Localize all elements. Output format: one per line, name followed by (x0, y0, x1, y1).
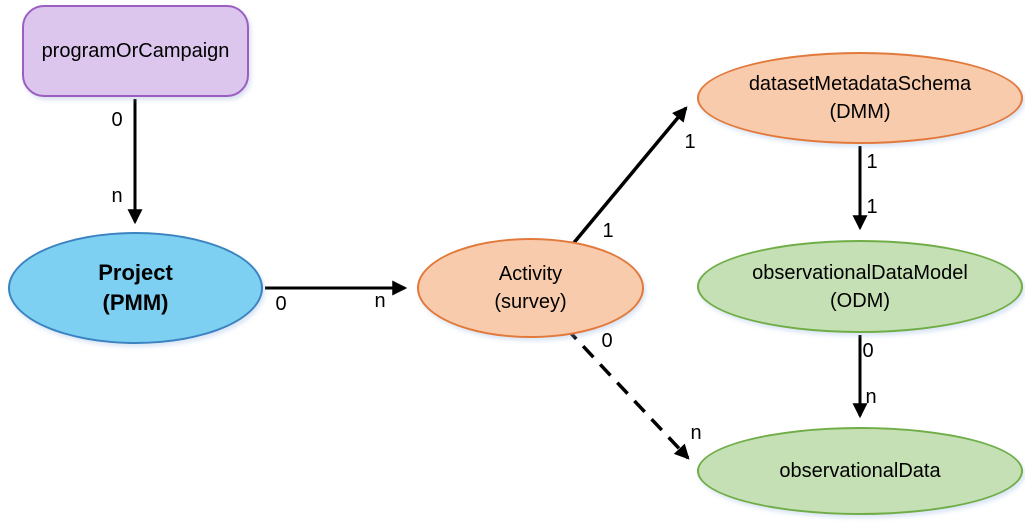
edge-label-program-project-end: n (111, 185, 123, 207)
edge-label-activity-odata-end: n (690, 422, 702, 444)
edge-label-project-activity-start: 0 (275, 293, 287, 315)
node-dmm-label-line2: (DMM) (829, 101, 891, 123)
node-activity-label-line1: Activity (498, 263, 563, 285)
node-odata-label: observationalData (779, 460, 941, 482)
edge-label-project-activity-end: n (374, 290, 386, 312)
node-observational-data: observationalData (697, 427, 1023, 515)
node-project-label-line1: Project (98, 260, 173, 285)
edge-label-activity-dmm-end: 1 (684, 131, 696, 153)
edge-label-odm-odata-end: n (865, 386, 877, 408)
edge-label-odm-odata-start: 0 (862, 340, 874, 362)
node-program-label: programOrCampaign (41, 40, 230, 62)
edge-label-program-project-start: 0 (111, 109, 123, 131)
node-project-pmm: Project (PMM) (8, 232, 263, 344)
node-odm-label-line2: (ODM) (830, 289, 890, 312)
edge-label-activity-odata-start: 0 (601, 330, 613, 352)
node-odm-label-line1: observationalDataModel (752, 261, 968, 284)
edge-label-dmm-odm-end: 1 (866, 196, 878, 218)
node-dataset-metadata-schema: datasetMetadataSchema (DMM) (697, 52, 1023, 144)
node-activity-survey: Activity (survey) (417, 238, 644, 338)
node-project-label-line2: (PMM) (102, 290, 169, 315)
edge-label-activity-dmm-start: 1 (602, 220, 614, 242)
node-activity-label-line2: (survey) (494, 291, 567, 313)
node-dmm-label-line1: datasetMetadataSchema (748, 73, 972, 95)
edge-activity-dmm (570, 106, 688, 247)
node-observational-data-model: observationalDataModel (ODM) (697, 240, 1023, 333)
edge-label-dmm-odm-start: 1 (866, 151, 878, 173)
edge-activity-odata-dashed (564, 326, 690, 460)
node-program-or-campaign: programOrCampaign (22, 5, 249, 97)
